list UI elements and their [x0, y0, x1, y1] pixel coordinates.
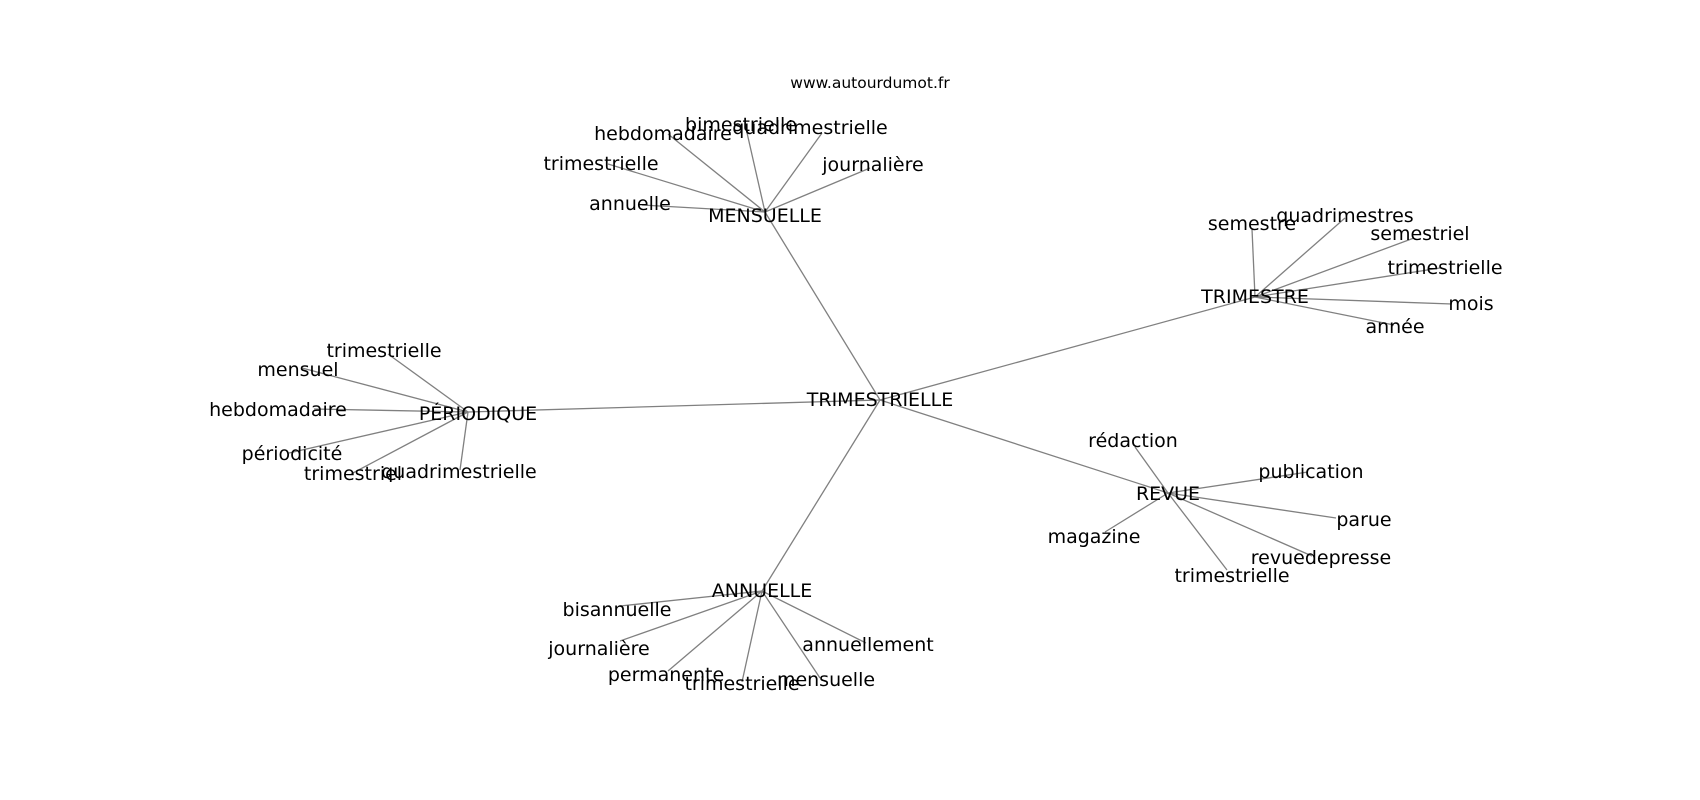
- label-layer: TRIMESTRIELLEMENSUELLEbimestriellehebdom…: [209, 114, 1502, 695]
- edge-center-to-annuelle: [761, 399, 881, 592]
- edge-periodique-leaf-1: [301, 367, 469, 413]
- edge-center-to-periodique: [467, 399, 881, 413]
- hub-node-annuelle: ANNUELLE: [712, 580, 813, 602]
- leaf-node-annuelle-0: bisannuelle: [563, 599, 672, 621]
- edge-trimestre-leaf-0: [1251, 228, 1256, 298]
- leaf-node-annuelle-2: journalière: [547, 638, 649, 660]
- watermark-url: www.autourdumot.fr: [790, 74, 950, 92]
- edge-trimestre-leaf-2: [1254, 237, 1415, 298]
- leaf-node-mensuelle-1: hebdomadaire: [594, 123, 732, 145]
- edge-periodique-leaf-3: [288, 411, 469, 454]
- hub-node-trimestre: TRIMESTRE: [1200, 286, 1309, 308]
- leaf-node-revue-5: trimestrielle: [1174, 565, 1289, 587]
- edge-center-to-revue: [879, 399, 1169, 494]
- leaf-node-trimestre-2: semestriel: [1370, 223, 1469, 245]
- leaf-node-periodique-5: quadrimestrielle: [381, 461, 536, 483]
- leaf-node-trimestre-5: année: [1365, 316, 1424, 338]
- edge-center-to-trimestre: [879, 296, 1256, 401]
- leaf-node-periodique-2: hebdomadaire: [209, 399, 347, 421]
- leaf-node-trimestre-1: quadrimestres: [1276, 205, 1413, 227]
- edge-annuelle-leaf-2: [619, 590, 763, 642]
- edge-mensuelle-leaf-5: [641, 204, 766, 213]
- leaf-node-trimestre-0: semestre: [1208, 213, 1296, 235]
- edge-annuelle-leaf-1: [761, 590, 867, 644]
- leaf-node-annuelle-5: mensuelle: [777, 669, 875, 691]
- edge-trimestre-leaf-3: [1254, 267, 1441, 298]
- leaf-node-revue-2: parue: [1336, 509, 1391, 531]
- leaf-node-trimestre-3: trimestrielle: [1387, 257, 1502, 279]
- edge-layer: [288, 123, 1453, 683]
- edge-trimestre-leaf-4: [1254, 296, 1453, 305]
- hub-node-revue: REVUE: [1136, 483, 1200, 505]
- center-node-label: TRIMESTRIELLE: [806, 389, 953, 411]
- edge-revue-leaf-3: [1104, 492, 1169, 533]
- leaf-node-annuelle-3: permanente: [608, 664, 724, 686]
- edge-revue-leaf-0: [1134, 446, 1169, 494]
- edge-periodique-leaf-2: [313, 408, 469, 413]
- leaf-node-annuelle-4: trimestrielle: [684, 673, 799, 695]
- edge-mensuelle-leaf-1: [667, 133, 766, 213]
- edge-periodique-leaf-5: [459, 411, 469, 471]
- edge-revue-leaf-1: [1167, 471, 1309, 494]
- edge-trimestre-leaf-1: [1254, 217, 1346, 298]
- leaf-node-annuelle-1: annuellement: [802, 634, 933, 656]
- edge-mensuelle-leaf-3: [607, 163, 766, 213]
- edge-trimestre-leaf-5: [1254, 296, 1395, 326]
- leaf-node-periodique-4: trimestriel: [304, 463, 402, 485]
- edge-mensuelle-leaf-0: [744, 123, 766, 213]
- edge-annuelle-leaf-5: [761, 590, 821, 679]
- edge-revue-leaf-5: [1167, 492, 1228, 571]
- edge-mensuelle-leaf-2: [764, 132, 823, 213]
- edge-revue-leaf-4: [1167, 492, 1313, 557]
- leaf-node-mensuelle-5: annuelle: [589, 193, 671, 215]
- leaf-node-mensuelle-4: journalière: [821, 154, 923, 176]
- hub-node-periodique: PÉRIODIQUE: [419, 402, 537, 425]
- edge-mensuelle-leaf-4: [764, 167, 871, 213]
- leaf-node-periodique-1: mensuel: [257, 359, 338, 381]
- leaf-node-revue-4: revuedepresse: [1251, 547, 1391, 569]
- leaf-node-trimestre-4: mois: [1448, 293, 1493, 315]
- hub-node-mensuelle: MENSUELLE: [708, 205, 822, 227]
- leaf-node-mensuelle-3: trimestrielle: [543, 153, 658, 175]
- edge-periodique-leaf-0: [387, 353, 469, 413]
- leaf-node-revue-0: rédaction: [1088, 430, 1178, 452]
- leaf-node-mensuelle-2: quadrimestrielle: [732, 117, 887, 139]
- leaf-node-periodique-3: périodicité: [242, 443, 343, 465]
- leaf-node-periodique-0: trimestrielle: [326, 340, 441, 362]
- edge-center-to-mensuelle: [764, 211, 881, 401]
- edge-annuelle-leaf-4: [741, 590, 763, 683]
- edge-revue-leaf-2: [1167, 492, 1337, 519]
- edge-periodique-leaf-4: [350, 411, 469, 475]
- leaf-node-revue-1: publication: [1258, 461, 1363, 483]
- leaf-node-mensuelle-0: bimestrielle: [685, 114, 797, 136]
- edge-annuelle-leaf-0: [619, 590, 763, 607]
- edge-annuelle-leaf-3: [667, 590, 763, 672]
- leaf-node-revue-3: magazine: [1048, 526, 1141, 548]
